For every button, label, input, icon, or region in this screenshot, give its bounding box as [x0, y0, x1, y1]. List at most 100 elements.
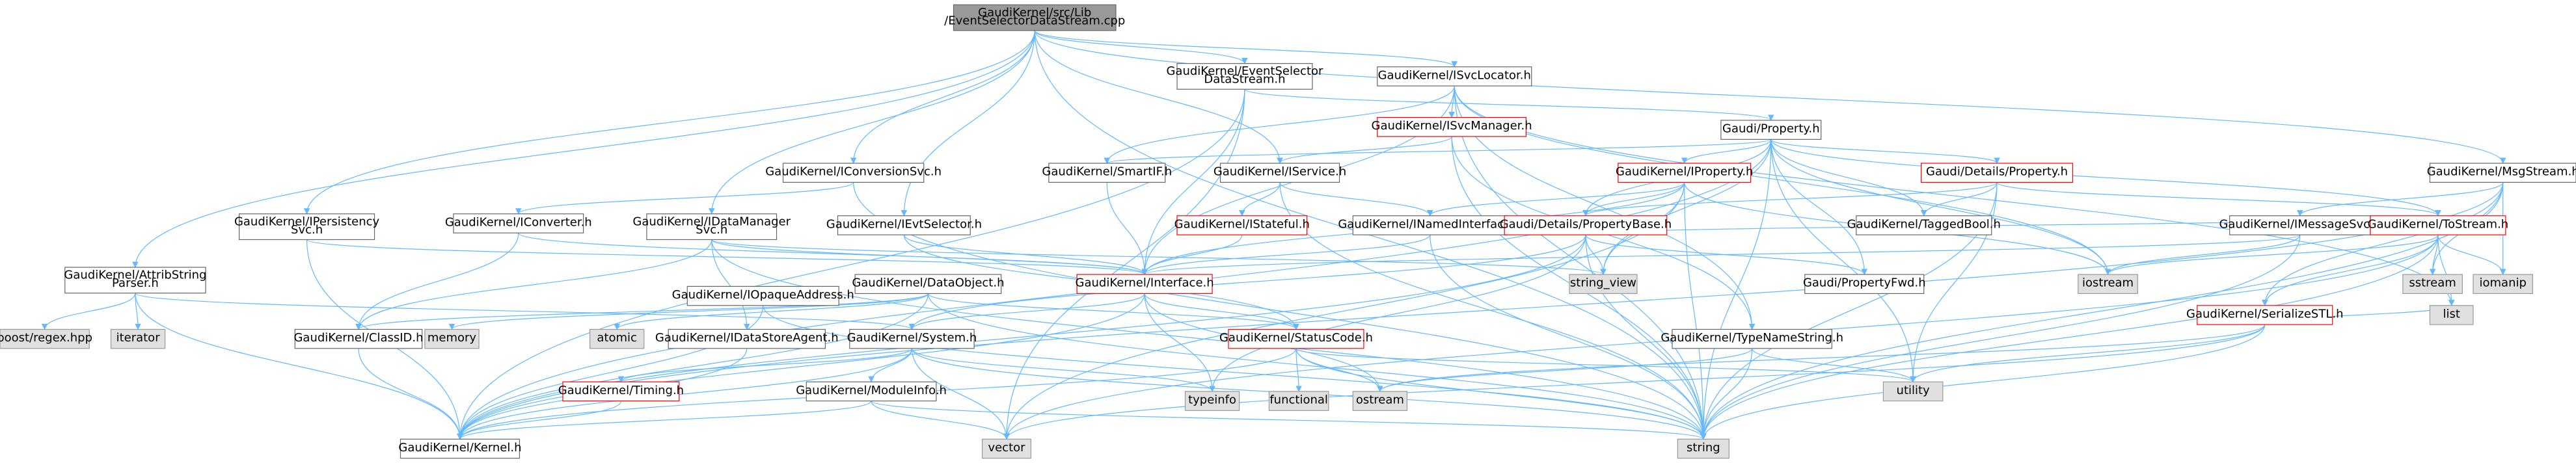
dependency-edge — [711, 239, 1707, 440]
node-tostream[interactable]: GaudiKernel/ToStream.h — [2368, 215, 2509, 235]
node-moduleinfo[interactable]: GaudiKernel/ModuleInfo.h — [796, 381, 947, 402]
dependency-edge — [1454, 86, 1707, 440]
node-label: GaudiKernel/INamedInterface.h — [1338, 217, 1522, 231]
dependency-edge — [1377, 348, 1753, 392]
node-label: GaudiKernel/IProperty.h — [1616, 165, 1753, 179]
node-label: utility — [1897, 384, 1931, 397]
node-dataobject[interactable]: GaudiKernel/DataObject.h — [852, 274, 1004, 295]
node-box — [2078, 274, 2138, 295]
node-serializestl[interactable]: GaudiKernel/SerializeSTL.h — [2186, 305, 2343, 325]
dependency-edge — [1700, 139, 1772, 440]
node-vector: vector — [981, 438, 1032, 459]
node-ostream: ostream — [1352, 391, 1408, 411]
dependency-edge — [1910, 324, 2266, 383]
node-label: GaudiKernel/IPersistency — [234, 215, 380, 228]
dependency-edge — [1209, 235, 1586, 392]
node-label: Gaudi/Details/Property.h — [1926, 165, 2068, 179]
node-box — [1176, 63, 1313, 90]
dependency-edge — [1106, 182, 1148, 276]
dependency-edge — [711, 239, 1607, 276]
node-iconvsvc[interactable]: GaudiKernel/IConversionSvc.h — [765, 163, 942, 183]
dependency-edge — [1244, 88, 1774, 121]
node-label: /EventSelectorDataStream.cpp — [944, 14, 1125, 27]
node-iterator: iterator — [110, 328, 166, 349]
node-taggedbool[interactable]: GaudiKernel/TaggedBool.h — [1847, 215, 2001, 235]
node-propbase[interactable]: Gaudi/Details/PropertyBase.h — [1500, 215, 1672, 235]
dependency-edge — [1700, 324, 2266, 440]
node-ess_h[interactable]: GaudiKernel/EventSelectorDataStream.h — [1166, 63, 1323, 90]
node-msgstream[interactable]: GaudiKernel/MsgStream.h — [2427, 163, 2576, 183]
dependency-edge — [1003, 324, 2266, 440]
node-iostream: iostream — [2078, 274, 2138, 295]
node-ievtsel[interactable]: GaudiKernel/IEvtSelector.h — [826, 215, 982, 235]
dependency-edge — [515, 181, 854, 215]
node-isvcloc[interactable]: GaudiKernel/ISvcLocator.h — [1377, 66, 1532, 86]
node-iproperty[interactable]: GaudiKernel/IProperty.h — [1616, 163, 1753, 183]
node-box — [806, 381, 937, 402]
node-iopaque[interactable]: GaudiKernel/IOpaqueAddress.h — [672, 285, 854, 306]
node-box — [1618, 163, 1752, 183]
dependency-edge — [358, 348, 463, 440]
node-kernel[interactable]: GaudiKernel/Kernel.h — [398, 438, 522, 459]
dependency-edge — [617, 348, 913, 383]
node-iservice[interactable]: GaudiKernel/IService.h — [1213, 163, 1346, 183]
dependency-edge — [911, 348, 1215, 392]
dependency-edge — [1752, 348, 1916, 383]
node-label: GaudiKernel/src/Lib — [978, 6, 1091, 20]
dependency-edge — [1770, 139, 2111, 276]
node-smartif[interactable]: GaudiKernel/SmartIF.h — [1042, 163, 1172, 183]
node-property[interactable]: Gaudi/Property.h — [1720, 120, 1822, 140]
node-label: iostream — [2082, 276, 2134, 290]
node-box — [854, 274, 1002, 295]
node-label: Svc.h — [696, 223, 727, 237]
dependency-edge — [457, 348, 913, 440]
node-label: GaudiKernel/EventSelector — [1166, 64, 1323, 78]
dependency-edge — [1141, 234, 1431, 276]
dependency-edge — [1910, 182, 1998, 383]
node-box — [424, 328, 480, 349]
node-label: boost/regex.hpp — [0, 331, 92, 345]
node-label: GaudiKernel/ISvcLocator.h — [1378, 68, 1531, 82]
node-box — [2473, 274, 2534, 295]
node-interface[interactable]: GaudiKernel/Interface.h — [1076, 274, 1214, 295]
node-isvcman[interactable]: GaudiKernel/ISvcManager.h — [1372, 116, 1532, 137]
node-box — [2229, 215, 2371, 235]
node-statuscode[interactable]: GaudiKernel/StatusCode.h — [1219, 328, 1373, 349]
node-box — [1268, 391, 1329, 411]
dependency-edge — [2437, 235, 2506, 276]
node-box — [1184, 391, 1240, 411]
node-label: Gaudi/Property.h — [1722, 122, 1820, 136]
node-box — [1377, 116, 1527, 137]
node-idatastore[interactable]: GaudiKernel/IDataStoreAgent.h — [655, 328, 839, 349]
dependency-edge — [2261, 182, 2504, 306]
node-istateful[interactable]: GaudiKernel/IStateful.h — [1174, 215, 1310, 235]
node-label: GaudiKernel/Kernel.h — [398, 441, 521, 455]
node-memory: memory — [424, 328, 480, 349]
node-det_property[interactable]: Gaudi/Details/Property.h — [1921, 163, 2074, 183]
node-root[interactable]: GaudiKernel/src/Lib/EventSelectorDataStr… — [944, 4, 1125, 31]
node-list: list — [2429, 305, 2474, 325]
dependency-edge — [1700, 235, 2439, 440]
node-classid[interactable]: GaudiKernel/ClassID.h — [293, 328, 424, 349]
dependency-edge — [1295, 348, 1302, 392]
node-boostregex: boost/regex.hpp — [0, 328, 92, 349]
node-system[interactable]: GaudiKernel/System.h — [847, 328, 977, 349]
node-timing[interactable]: GaudiKernel/Timing.h — [558, 381, 684, 402]
dependency-edge — [135, 293, 463, 440]
node-layer: GaudiKernel/src/Lib/EventSelectorDataStr… — [0, 4, 2576, 459]
node-box — [1377, 66, 1532, 86]
dependency-edge — [1295, 348, 1916, 383]
node-imsgsvc[interactable]: GaudiKernel/IMessageSvc.h — [2219, 215, 2381, 235]
node-propfwd[interactable]: Gaudi/PropertyFwd.h — [1803, 274, 1926, 295]
node-typenamestr[interactable]: GaudiKernel/TypeNameString.h — [1661, 328, 1843, 349]
node-label: GaudiKernel/MsgStream.h — [2427, 165, 2576, 179]
node-inamed[interactable]: GaudiKernel/INamedInterface.h — [1338, 215, 1522, 235]
node-box — [1352, 391, 1408, 411]
dependency-edge — [1921, 182, 1998, 217]
node-box — [1076, 274, 1213, 295]
dependency-edge — [1034, 30, 1283, 164]
node-iconverter[interactable]: GaudiKernel/IConverter.h — [445, 213, 592, 233]
